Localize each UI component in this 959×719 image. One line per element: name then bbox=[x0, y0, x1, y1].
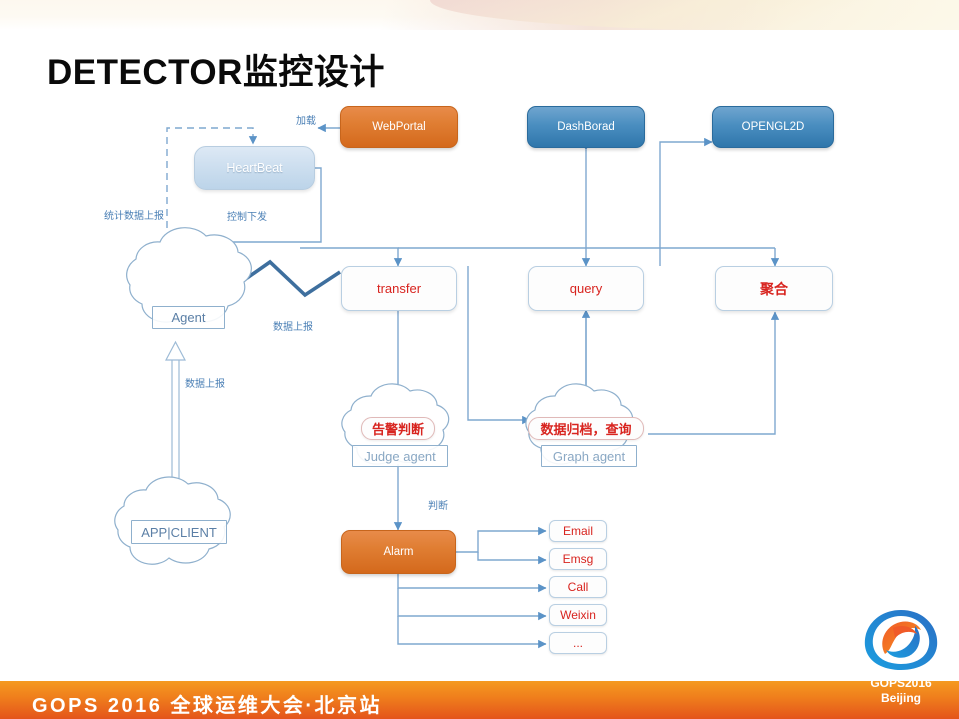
node-dashborad-label: DashBorad bbox=[557, 121, 615, 133]
output-more[interactable]: ... bbox=[549, 632, 607, 654]
output-emsg-label: Emsg bbox=[562, 552, 594, 566]
edge-label-stats-report: 统计数据上报 bbox=[104, 211, 164, 222]
page-title: DETECTOR监控设计 bbox=[47, 53, 385, 92]
node-query-label: query bbox=[569, 281, 603, 296]
node-query[interactable]: query bbox=[528, 266, 644, 311]
node-judge-title-label: 告警判断 bbox=[371, 422, 424, 437]
output-call[interactable]: Call bbox=[549, 576, 607, 598]
node-judge-title[interactable]: 告警判断 bbox=[361, 417, 435, 440]
edge-label-control-dispatch: 控制下发 bbox=[227, 212, 267, 223]
diagram-connectors bbox=[114, 123, 780, 649]
architecture-diagram: WebPortal DashBorad OPENGL2D HeartBeat t… bbox=[0, 90, 959, 670]
node-graph-title-label: 数据归档，查询 bbox=[540, 422, 632, 437]
node-webportal[interactable]: WebPortal bbox=[340, 106, 458, 148]
output-more-label: ... bbox=[572, 636, 583, 650]
node-agent[interactable]: Agent bbox=[152, 306, 225, 329]
node-heartbeat[interactable]: HeartBeat bbox=[194, 146, 315, 190]
output-weixin-label: Weixin bbox=[560, 608, 596, 622]
node-heartbeat-label: HeartBeat bbox=[226, 161, 283, 175]
gops-logo-icon bbox=[864, 610, 938, 670]
logo-caption-line2: Beijing bbox=[880, 691, 921, 705]
node-judge-agent[interactable]: Judge agent bbox=[352, 445, 448, 467]
edge-label-load: 加载 bbox=[296, 116, 316, 127]
node-graph-agent-label: Graph agent bbox=[552, 448, 626, 464]
node-aggregate[interactable]: 聚合 bbox=[715, 266, 833, 311]
node-transfer-label: transfer bbox=[376, 281, 422, 296]
edge-label-judge: 判断 bbox=[428, 501, 448, 512]
node-graph-title[interactable]: 数据归档，查询 bbox=[528, 417, 644, 440]
node-agent-label: Agent bbox=[171, 310, 206, 325]
node-aggregate-label: 聚合 bbox=[760, 280, 788, 297]
node-judge-agent-label: Judge agent bbox=[364, 448, 436, 464]
node-opengl2d[interactable]: OPENGL2D bbox=[712, 106, 834, 148]
footer-text: GOPS 2016 全球运维大会·北京站 bbox=[32, 695, 383, 717]
top-decorative-band bbox=[0, 0, 959, 30]
node-appclient[interactable]: APP|CLIENT bbox=[131, 520, 227, 544]
output-weixin[interactable]: Weixin bbox=[549, 604, 607, 626]
output-call-label: Call bbox=[567, 580, 589, 594]
node-alarm-label: Alarm bbox=[383, 546, 414, 558]
node-dashborad[interactable]: DashBorad bbox=[527, 106, 645, 148]
node-opengl2d-label: OPENGL2D bbox=[741, 121, 805, 133]
node-appclient-label: APP|CLIENT bbox=[141, 524, 217, 540]
node-webportal-label: WebPortal bbox=[372, 121, 426, 133]
output-email-label: Email bbox=[562, 524, 593, 538]
output-email[interactable]: Email bbox=[549, 520, 607, 542]
logo-caption-line1: GOPS2016 bbox=[870, 676, 932, 690]
footer-bar bbox=[0, 681, 959, 719]
output-emsg[interactable]: Emsg bbox=[549, 548, 607, 570]
logo-caption: GOPS2016 Beijing bbox=[855, 676, 947, 706]
node-alarm[interactable]: Alarm bbox=[341, 530, 456, 574]
edge-label-data-report-agent: 数据上报 bbox=[273, 322, 313, 333]
edge-label-data-report-client: 数据上报 bbox=[185, 379, 225, 390]
node-graph-agent[interactable]: Graph agent bbox=[541, 445, 637, 467]
node-transfer[interactable]: transfer bbox=[341, 266, 457, 311]
